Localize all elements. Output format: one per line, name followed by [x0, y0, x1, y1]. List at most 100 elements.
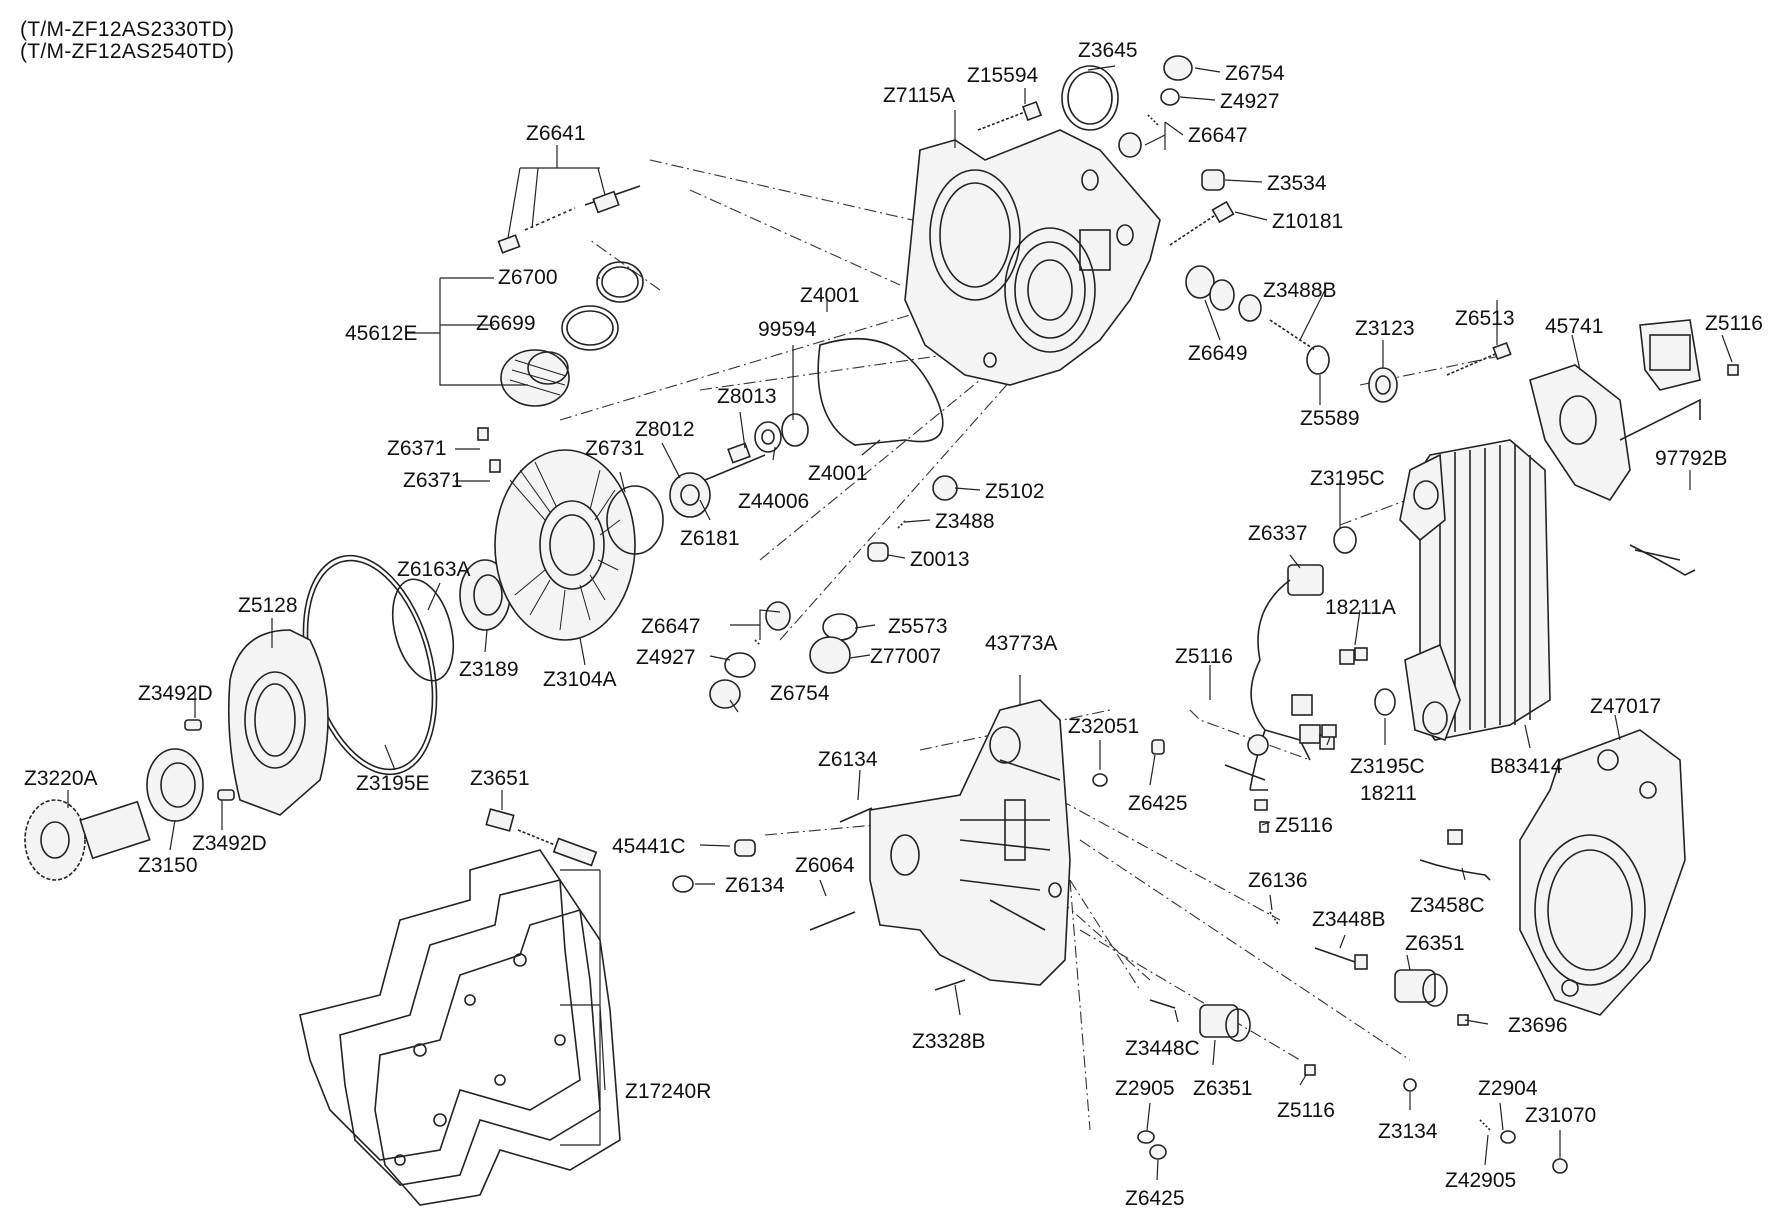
- label-Z6731: Z6731: [585, 437, 645, 460]
- label-97792B: 97792B: [1655, 447, 1727, 470]
- model-line-2: (T/M-ZF12AS2540TD): [20, 40, 235, 63]
- label-Z6647-2: Z6647: [641, 615, 701, 638]
- label-Z44006: Z44006: [738, 490, 809, 513]
- label-Z5116-4: Z5116: [1277, 1099, 1335, 1122]
- label-Z6425-2: Z6425: [1125, 1187, 1185, 1210]
- label-Z3488: Z3488: [935, 510, 995, 533]
- label-Z77007: Z77007: [870, 645, 941, 668]
- housing-small-parts: [709, 475, 958, 709]
- label-Z6371-1: Z6371: [387, 437, 447, 460]
- part-Z5128-housing: [227, 629, 329, 816]
- label-Z3189: Z3189: [459, 658, 519, 681]
- label-Z3534: Z3534: [1267, 172, 1327, 195]
- part-Z7115A-housing: [904, 129, 1161, 386]
- label-Z6134-1: Z6134: [818, 748, 878, 771]
- label-Z6641: Z6641: [526, 122, 586, 145]
- pins-Z3492D: [184, 719, 235, 801]
- label-Z15594: Z15594: [967, 64, 1039, 87]
- part-43773A-valve-body: [869, 699, 1071, 986]
- label-Z6181: Z6181: [680, 527, 740, 550]
- label-45441C: 45441C: [612, 835, 686, 858]
- label-Z3134: Z3134: [1378, 1120, 1438, 1143]
- label-43773A: 43773A: [985, 632, 1057, 655]
- label-Z3195C-1: Z3195C: [1310, 467, 1385, 490]
- label-Z6513: Z6513: [1455, 307, 1515, 330]
- part-Z47017-housing: [1519, 729, 1686, 1016]
- label-18211: 18211: [1360, 782, 1417, 805]
- label-Z3123: Z3123: [1355, 317, 1415, 340]
- part-Z3150-bearing: [146, 748, 204, 822]
- label-Z6425-1: Z6425: [1128, 792, 1188, 815]
- pump-small-parts: [606, 413, 809, 555]
- label-Z6754-2: Z6754: [770, 682, 830, 705]
- label-Z5116-2: Z5116: [1175, 645, 1233, 668]
- label-Z4001-1: Z4001: [800, 284, 860, 307]
- label-Z4001-2: Z4001: [808, 462, 868, 485]
- lower-right-parts: [1137, 829, 1568, 1174]
- label-Z2904: Z2904: [1478, 1077, 1538, 1100]
- label-Z7115A: Z7115A: [883, 84, 955, 107]
- label-Z4927-1: Z4927: [1220, 90, 1280, 113]
- label-Z3220A: Z3220A: [24, 767, 98, 790]
- label-18211A: 18211A: [1325, 596, 1396, 619]
- part-Z3651-damper: [485, 808, 598, 867]
- label-Z42905: Z42905: [1445, 1169, 1516, 1192]
- label-Z32051: Z32051: [1068, 715, 1139, 738]
- label-Z3195E: Z3195E: [356, 772, 430, 795]
- label-Z3448C: Z3448C: [1125, 1037, 1200, 1060]
- label-Z6351-1: Z6351: [1405, 932, 1465, 955]
- housing-fasteners-top: [977, 55, 1235, 246]
- label-Z5589: Z5589: [1300, 407, 1360, 430]
- valve-body-pins: [672, 739, 1279, 991]
- label-Z6699: Z6699: [476, 312, 536, 335]
- label-B83414: B83414: [1490, 755, 1563, 778]
- label-Z6134-2: Z6134: [725, 874, 785, 897]
- label-Z6754-1: Z6754: [1225, 62, 1285, 85]
- label-Z3488B: Z3488B: [1263, 279, 1337, 302]
- label-99594: 99594: [758, 318, 817, 341]
- label-Z8013: Z8013: [717, 385, 777, 408]
- module-bracket-45741: [1446, 319, 1739, 576]
- label-Z47017: Z47017: [1590, 695, 1661, 718]
- label-Z17240R: Z17240R: [625, 1080, 711, 1103]
- label-Z6700: Z6700: [498, 266, 558, 289]
- label-Z5573: Z5573: [888, 615, 948, 638]
- label-Z31070: Z31070: [1525, 1104, 1596, 1127]
- label-Z3328B: Z3328B: [912, 1030, 986, 1053]
- label-Z3651: Z3651: [470, 767, 530, 790]
- label-Z6136: Z6136: [1248, 869, 1308, 892]
- label-Z6647-1: Z6647: [1188, 124, 1248, 147]
- label-Z4927-2: Z4927: [636, 646, 696, 669]
- part-labels: Z6641 Z6700 45612E Z6699 Z6371 Z6371 Z51…: [24, 39, 1763, 1210]
- part-Z3104A-pump: [494, 449, 636, 641]
- label-Z3492D-2: Z3492D: [192, 832, 267, 855]
- label-Z3645: Z3645: [1078, 39, 1138, 62]
- plunger-parts: [1185, 265, 1398, 403]
- label-Z10181: Z10181: [1272, 210, 1343, 233]
- part-Z6337-harness: [1224, 564, 1355, 833]
- label-Z3696: Z3696: [1508, 1014, 1568, 1037]
- label-Z3448B: Z3448B: [1312, 908, 1386, 931]
- label-Z3195C-2: Z3195C: [1350, 755, 1425, 778]
- label-Z3104A: Z3104A: [543, 668, 617, 691]
- label-45612E: 45612E: [345, 322, 417, 345]
- label-Z6337: Z6337: [1248, 522, 1308, 545]
- label-Z6064: Z6064: [795, 854, 855, 877]
- part-Z3189-bearing: [459, 559, 511, 631]
- label-Z5128: Z5128: [238, 594, 298, 617]
- part-Z6641-assembly: [497, 185, 641, 254]
- label-Z5116-3: Z5116: [1275, 814, 1333, 837]
- label-Z3458C: Z3458C: [1410, 894, 1485, 917]
- part-Z17240R-plates: [299, 849, 621, 1206]
- label-Z6351-2: Z6351: [1193, 1077, 1253, 1100]
- label-Z6649: Z6649: [1188, 342, 1248, 365]
- part-Z3220A-gear: [24, 799, 151, 881]
- label-Z5116-1: Z5116: [1705, 312, 1763, 335]
- label-Z3492D-1: Z3492D: [138, 682, 213, 705]
- label-Z6371-2: Z6371: [403, 469, 463, 492]
- label-Z2905: Z2905: [1115, 1077, 1175, 1100]
- part-45612E-assembly: [477, 261, 644, 473]
- label-Z8012: Z8012: [635, 418, 695, 441]
